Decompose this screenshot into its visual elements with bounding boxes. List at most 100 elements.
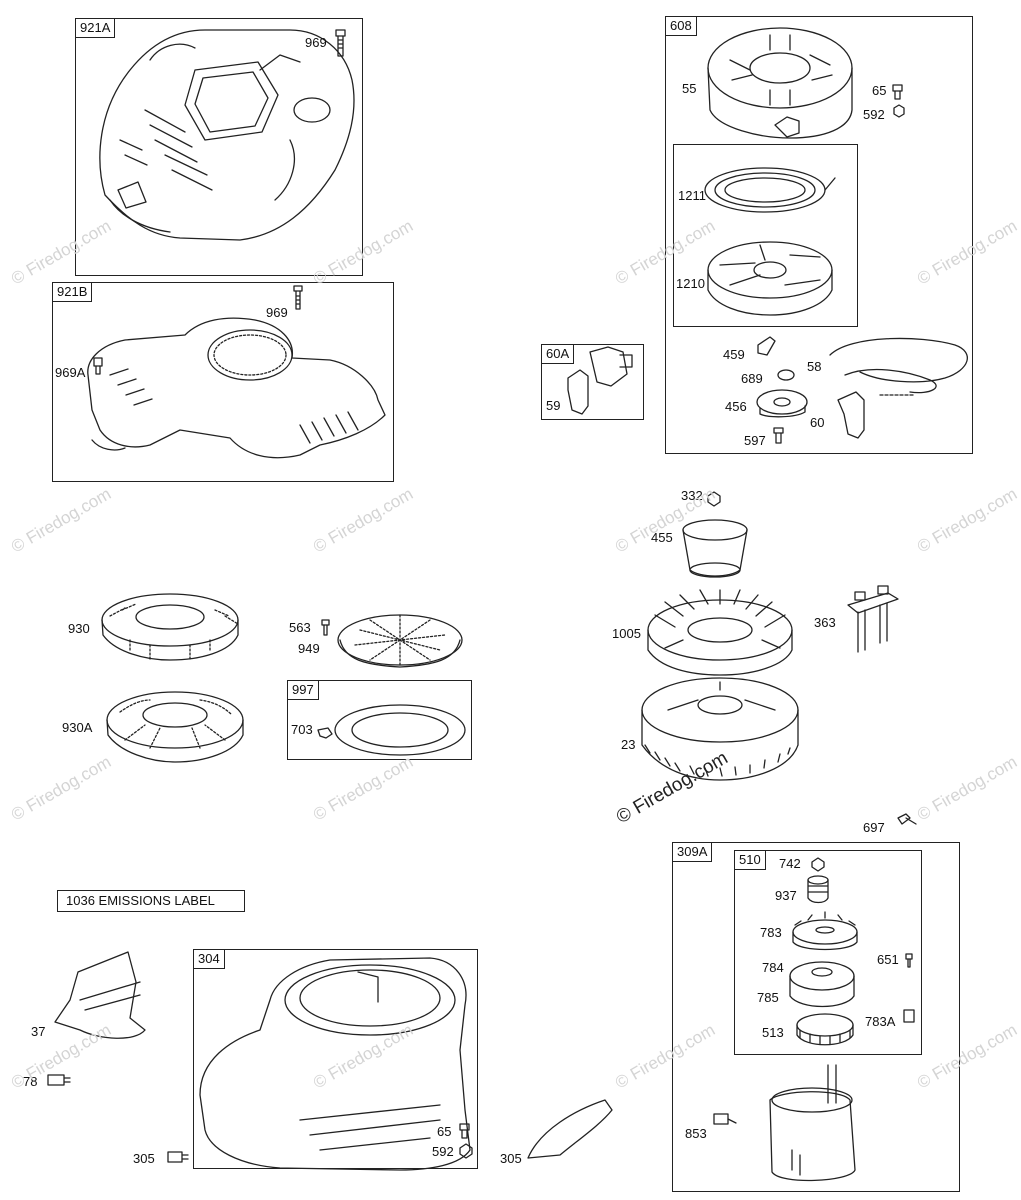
box-304 xyxy=(193,949,478,1169)
part-label-58: 58 xyxy=(807,359,822,374)
nut-592-b xyxy=(459,1143,473,1159)
part-label-60: 60 xyxy=(810,415,825,430)
retainer-456 xyxy=(756,389,808,418)
part-label-59: 59 xyxy=(546,398,561,413)
part-label-78: 78 xyxy=(23,1074,38,1089)
bolt-969-a xyxy=(335,29,346,57)
part-label-651: 651 xyxy=(877,952,899,967)
bracket-363 xyxy=(847,585,899,653)
part-label-513: 513 xyxy=(762,1025,784,1040)
screen-930 xyxy=(101,593,239,661)
screw-65-b xyxy=(459,1123,470,1139)
part-label-784: 784 xyxy=(762,960,784,975)
screw-563 xyxy=(321,619,330,636)
part-label-930: 930 xyxy=(68,621,90,636)
part-label-1005: 1005 xyxy=(612,626,641,641)
connector-853 xyxy=(713,1113,737,1125)
parts-diagram-art xyxy=(47,27,968,1182)
starter-handle-60 xyxy=(837,391,865,439)
box-510 xyxy=(734,850,922,1055)
blower-housing-921A xyxy=(99,29,355,241)
part-label-563: 563 xyxy=(289,620,311,635)
gear-783 xyxy=(792,911,858,951)
screw-78 xyxy=(47,1074,71,1086)
part-label-783: 783 xyxy=(760,925,782,940)
box-997 xyxy=(287,680,472,760)
starter-motor xyxy=(769,1064,856,1182)
flywheel-23 xyxy=(641,677,799,781)
screw-597 xyxy=(773,427,784,444)
part-label-742: 742 xyxy=(779,856,801,871)
group-tag-309A: 309A xyxy=(672,842,713,862)
part-label-305: 305 xyxy=(133,1151,155,1166)
part-label-930A: 930A xyxy=(62,720,93,735)
pawl-spring-689 xyxy=(777,369,795,381)
part-label-697: 697 xyxy=(863,820,885,835)
box-309A xyxy=(672,842,960,1192)
part-label-853: 853 xyxy=(685,1126,707,1141)
rewind-spring-1211 xyxy=(704,167,836,213)
screw-65-a xyxy=(892,84,903,100)
starter-pulley-1210 xyxy=(707,241,833,316)
gear-513 xyxy=(796,1013,854,1046)
fan-1005 xyxy=(647,589,793,676)
screw-697 xyxy=(897,813,917,825)
box-1211-1210 xyxy=(673,144,858,327)
gasket-997 xyxy=(334,704,466,756)
screen-930A xyxy=(106,691,244,763)
deflector-37 xyxy=(54,951,146,1039)
part-label-65-a: 65 xyxy=(872,83,887,98)
part-label-969-b: 969 xyxy=(266,305,288,320)
bolt-969A xyxy=(93,357,103,375)
starter-handle-60A xyxy=(567,346,633,415)
part-label-37: 37 xyxy=(31,1024,46,1039)
part-label-55: 55 xyxy=(682,81,697,96)
starter-cup-455 xyxy=(682,519,748,578)
part-label-937: 937 xyxy=(775,888,797,903)
bolt-969-b xyxy=(293,285,303,310)
group-tag-921A: 921A xyxy=(75,18,116,38)
part-label-332: 332 xyxy=(681,488,703,503)
part-label-456: 456 xyxy=(725,399,747,414)
group-tag-921B: 921B xyxy=(52,282,93,302)
part-label-459: 459 xyxy=(723,347,745,362)
nut-332 xyxy=(707,491,721,507)
box-921A xyxy=(75,18,363,276)
part-label-969A: 969A xyxy=(55,365,86,380)
part-label-23: 23 xyxy=(621,737,636,752)
part-label-597: 597 xyxy=(744,433,766,448)
part-label-455: 455 xyxy=(651,530,673,545)
part-label-949: 949 xyxy=(298,641,320,656)
part-label-1211: 1211 xyxy=(678,188,706,203)
part-label-969-a: 969 xyxy=(305,35,327,50)
group-tag-997: 997 xyxy=(287,680,319,700)
group-tag-304: 304 xyxy=(193,949,225,969)
guard-305b xyxy=(527,1099,613,1159)
starter-cover-55 xyxy=(707,27,853,139)
box-60A xyxy=(541,344,644,420)
screw-651 xyxy=(905,953,913,968)
part-label-592-a: 592 xyxy=(863,107,885,122)
screen-949 xyxy=(337,614,463,668)
spring-937 xyxy=(807,875,829,904)
part-label-703: 703 xyxy=(291,722,313,737)
group-tag-608: 608 xyxy=(665,16,697,36)
clutch-784 xyxy=(789,961,855,1008)
screw-703 xyxy=(317,727,333,739)
part-label-689: 689 xyxy=(741,371,763,386)
box-608 xyxy=(665,16,973,454)
nut-783A xyxy=(903,1009,915,1023)
part-label-1210: 1210 xyxy=(676,276,705,291)
nut-742 xyxy=(811,857,825,872)
part-label-305-b: 305 xyxy=(500,1151,522,1166)
starter-rope-58 xyxy=(829,337,968,396)
nut-592-a xyxy=(893,104,905,118)
blower-housing-921B xyxy=(87,317,386,459)
box-921B xyxy=(52,282,394,482)
group-tag-60A: 60A xyxy=(541,344,575,364)
part-label-785: 785 xyxy=(757,990,779,1005)
part-label-783A: 783A xyxy=(865,1014,896,1029)
part-label-592-b: 592 xyxy=(432,1144,454,1159)
screw-305 xyxy=(167,1151,189,1163)
group-tag-510: 510 xyxy=(734,850,766,870)
